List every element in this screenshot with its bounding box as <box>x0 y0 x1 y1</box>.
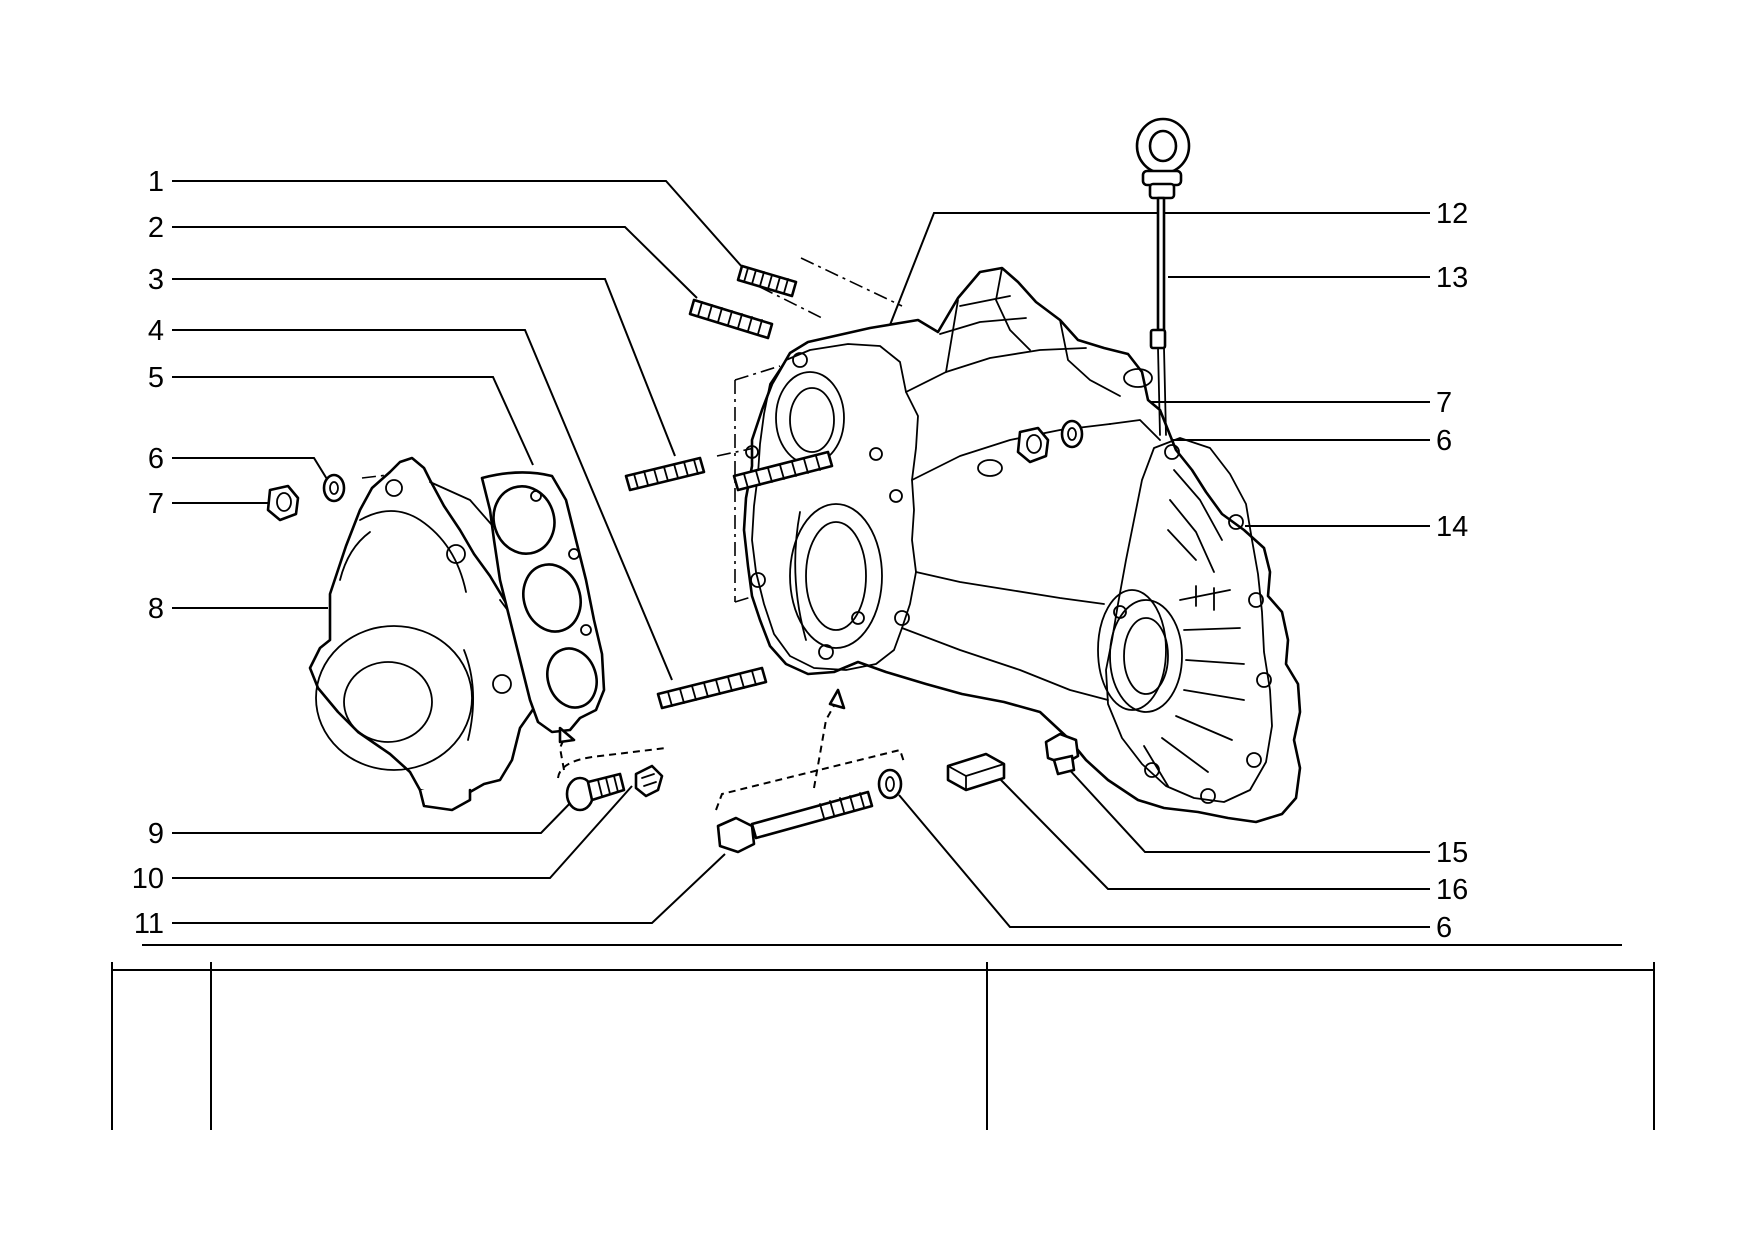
leader-15 <box>1065 765 1430 853</box>
stud-12 <box>732 450 834 492</box>
callout-labels: 1 2 3 4 5 6 7 8 9 10 11 12 13 7 6 14 15 … <box>132 166 1469 944</box>
bracket-9-10 <box>557 747 667 779</box>
callout-9: 9 <box>148 818 164 850</box>
washer-6-right <box>1060 419 1084 449</box>
lock-plate-10 <box>634 764 664 798</box>
callout-8: 8 <box>148 593 164 625</box>
leader-10 <box>172 785 633 879</box>
leader-9 <box>172 794 579 834</box>
callout-7b: 7 <box>1436 387 1452 419</box>
leader-3 <box>172 278 676 457</box>
stud-1 <box>736 264 798 298</box>
callout-4: 4 <box>148 315 164 347</box>
leader-6a <box>172 457 331 485</box>
leader-4 <box>172 329 673 681</box>
callout-6a: 6 <box>148 443 164 475</box>
callout-10: 10 <box>132 863 164 895</box>
gearbox-housing <box>742 266 1302 824</box>
callout-6b: 6 <box>1436 425 1452 457</box>
leader-11 <box>172 853 726 924</box>
bolt-9 <box>565 772 626 812</box>
stud-4 <box>656 666 768 710</box>
side-cover <box>308 456 550 812</box>
leader-5 <box>172 376 534 466</box>
title-block-table <box>111 962 1655 1130</box>
stud-3 <box>624 456 706 492</box>
dipstick <box>1135 117 1191 436</box>
gasket <box>480 471 606 734</box>
block-16 <box>946 752 1006 792</box>
nut-7-right <box>1016 426 1050 464</box>
callout-14: 14 <box>1436 511 1468 543</box>
callout-2: 2 <box>148 212 164 244</box>
callout-11: 11 <box>134 908 164 940</box>
bolt-11 <box>715 748 905 854</box>
callout-3: 3 <box>148 264 164 296</box>
callout-13: 13 <box>1436 262 1468 294</box>
callout-7a: 7 <box>148 488 164 520</box>
washer-6-bottom <box>877 768 903 800</box>
drain-plug-15 <box>1044 732 1080 776</box>
leader-2 <box>172 226 698 299</box>
callout-1: 1 <box>148 166 164 198</box>
leader-1 <box>172 180 744 269</box>
callout-12: 12 <box>1436 198 1468 230</box>
callout-16: 16 <box>1436 874 1468 906</box>
washer-6-left <box>322 473 346 503</box>
leader-6c <box>898 794 1430 928</box>
stud-2 <box>688 298 774 340</box>
callout-15: 15 <box>1436 837 1468 869</box>
leader-16 <box>999 778 1430 890</box>
assembly-arrows <box>558 688 846 789</box>
callout-5: 5 <box>148 362 164 394</box>
nut-7-left <box>266 484 300 522</box>
callout-6c: 6 <box>1436 912 1452 944</box>
